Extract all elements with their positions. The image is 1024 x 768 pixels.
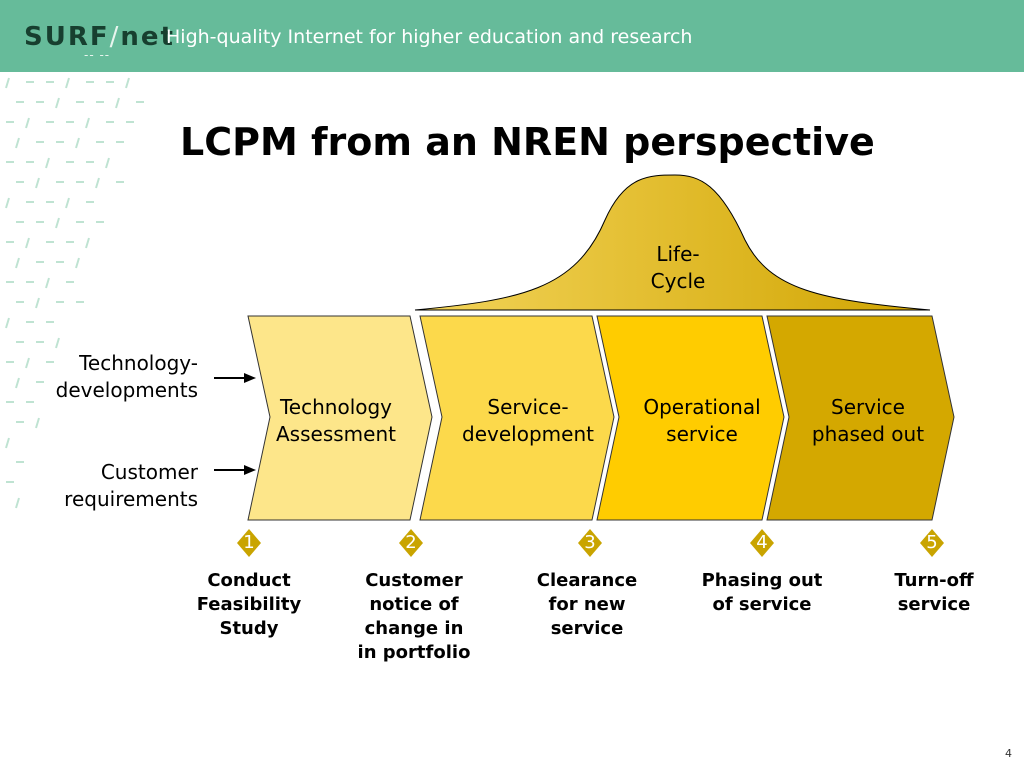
header-tagline: High-quality Internet for higher educati… [166,26,693,48]
decorative-dash [85,237,90,249]
milestone-3-line1: Clearance [536,570,638,591]
decorative-dash [45,277,50,289]
phase-3-line1: Service [831,395,905,419]
decorative-dash [45,157,50,169]
phase-3-line2: phased out [811,422,925,446]
decorative-dash [55,337,60,349]
input-technology-line1: Technology- [79,351,198,375]
milestone-text-1: Conduct Feasibility Study [174,569,324,641]
decorative-dash [115,97,120,109]
phase-chevron-service-phased-out [766,315,955,521]
phase-2-line2: service [666,422,738,446]
phase-label-technology-assessment: Technology Assessment [256,394,416,448]
milestone-1-line3: Study [219,618,279,639]
decorative-dash [35,417,40,429]
milestone-text-4: Phasing out of service [682,569,842,617]
decorative-dash [5,197,10,209]
lifecycle-bell-curve [414,174,931,311]
phase-chevron-operational-service [596,315,785,521]
phase-2-line1: Operational [643,395,761,419]
milestone-5-line1: Turn-off [894,570,974,591]
phase-chevron-service-development [419,315,615,521]
logo-net-text: net [120,22,175,52]
decorative-dash [5,77,10,89]
decorative-dash-pattern [5,77,144,509]
milestone-diamond-4 [750,529,774,557]
decorative-dash [35,297,40,309]
decorative-dash [15,137,20,149]
milestone-diamond-5 [920,529,944,557]
input-label-technology: Technology- developments [56,350,198,404]
decorative-dash [105,157,110,169]
milestone-5-line2: service [897,594,971,615]
milestone-1-line2: Feasibility [196,594,302,615]
slide-title: LCPM from an NREN perspective [180,120,875,164]
surfnet-logo: SURF/net [24,22,175,52]
milestone-4-line1: Phasing out [701,570,823,591]
input-customer-line1: Customer [100,460,198,484]
decorative-dash [75,137,80,149]
phase-label-operational-service: Operational service [624,394,780,448]
decorative-dash [125,77,130,89]
milestone-2-line3: change in [364,618,464,639]
page-number: 4 [1005,747,1012,760]
decorative-dash [85,117,90,129]
decorative-dash [15,257,20,269]
logo-marks: -- -- [84,48,111,62]
phase-1-line1: Service- [487,395,569,419]
input-technology-line2: developments [55,378,198,402]
milestone-diamond-1 [237,529,261,557]
decorative-dash [5,437,10,449]
phase-0-line2: Assessment [276,422,396,446]
decorative-dash [35,177,40,189]
milestone-2-line1: Customer [365,570,463,591]
decorative-dash [65,197,70,209]
milestone-2-line4: in portfolio [357,642,471,663]
milestone-3-line3: service [550,618,624,639]
phase-1-line2: development [462,422,594,446]
phase-label-service-phased-out: Service phased out [790,394,946,448]
milestone-diamond-2 [399,529,423,557]
milestone-4-line2: of service [712,594,812,615]
logo-surf-text: SURF [24,22,110,52]
milestone-1-line1: Conduct [207,570,291,591]
input-customer-line2: requirements [64,487,198,511]
milestone-number-2: 2 [405,532,417,553]
phase-chevron-technology-assessment [247,315,433,521]
decorative-dash [75,257,80,269]
milestone-3-line2: for new [548,594,626,615]
milestone-text-2: Customer notice of change in in portfoli… [336,569,492,665]
input-arrow-technology [214,373,256,383]
milestone-text-5: Turn-off service [862,569,1006,617]
milestone-diamond-3 [578,529,602,557]
milestone-2-line2: notice of [369,594,459,615]
phase-0-line1: Technology [279,395,393,419]
milestone-number-4: 4 [756,532,768,553]
logo-slash: / [109,22,121,52]
milestone-number-5: 5 [926,532,938,553]
milestone-number-3: 3 [584,532,596,553]
decorative-dash [15,497,20,509]
decorative-dash [25,357,30,369]
lifecycle-label-line1: Life- [656,242,700,266]
decorative-dash [95,177,100,189]
decorative-dash [55,217,60,229]
decorative-dash [15,377,20,389]
milestone-number-1: 1 [243,532,255,553]
decorative-dash [65,77,70,89]
lifecycle-label-line2: Cycle [650,269,706,293]
decorative-dash [5,317,10,329]
decorative-dash [55,97,60,109]
lifecycle-label: Life- Cycle [630,241,726,295]
milestone-text-3: Clearance for new service [512,569,662,641]
phase-label-service-development: Service- development [446,394,610,448]
decorative-dash [25,237,30,249]
input-arrow-customer [214,465,256,475]
input-label-customer: Customer requirements [64,459,198,513]
decorative-dash [25,117,30,129]
header-bar: SURF/net -- -- High-quality Internet for… [0,0,1024,72]
